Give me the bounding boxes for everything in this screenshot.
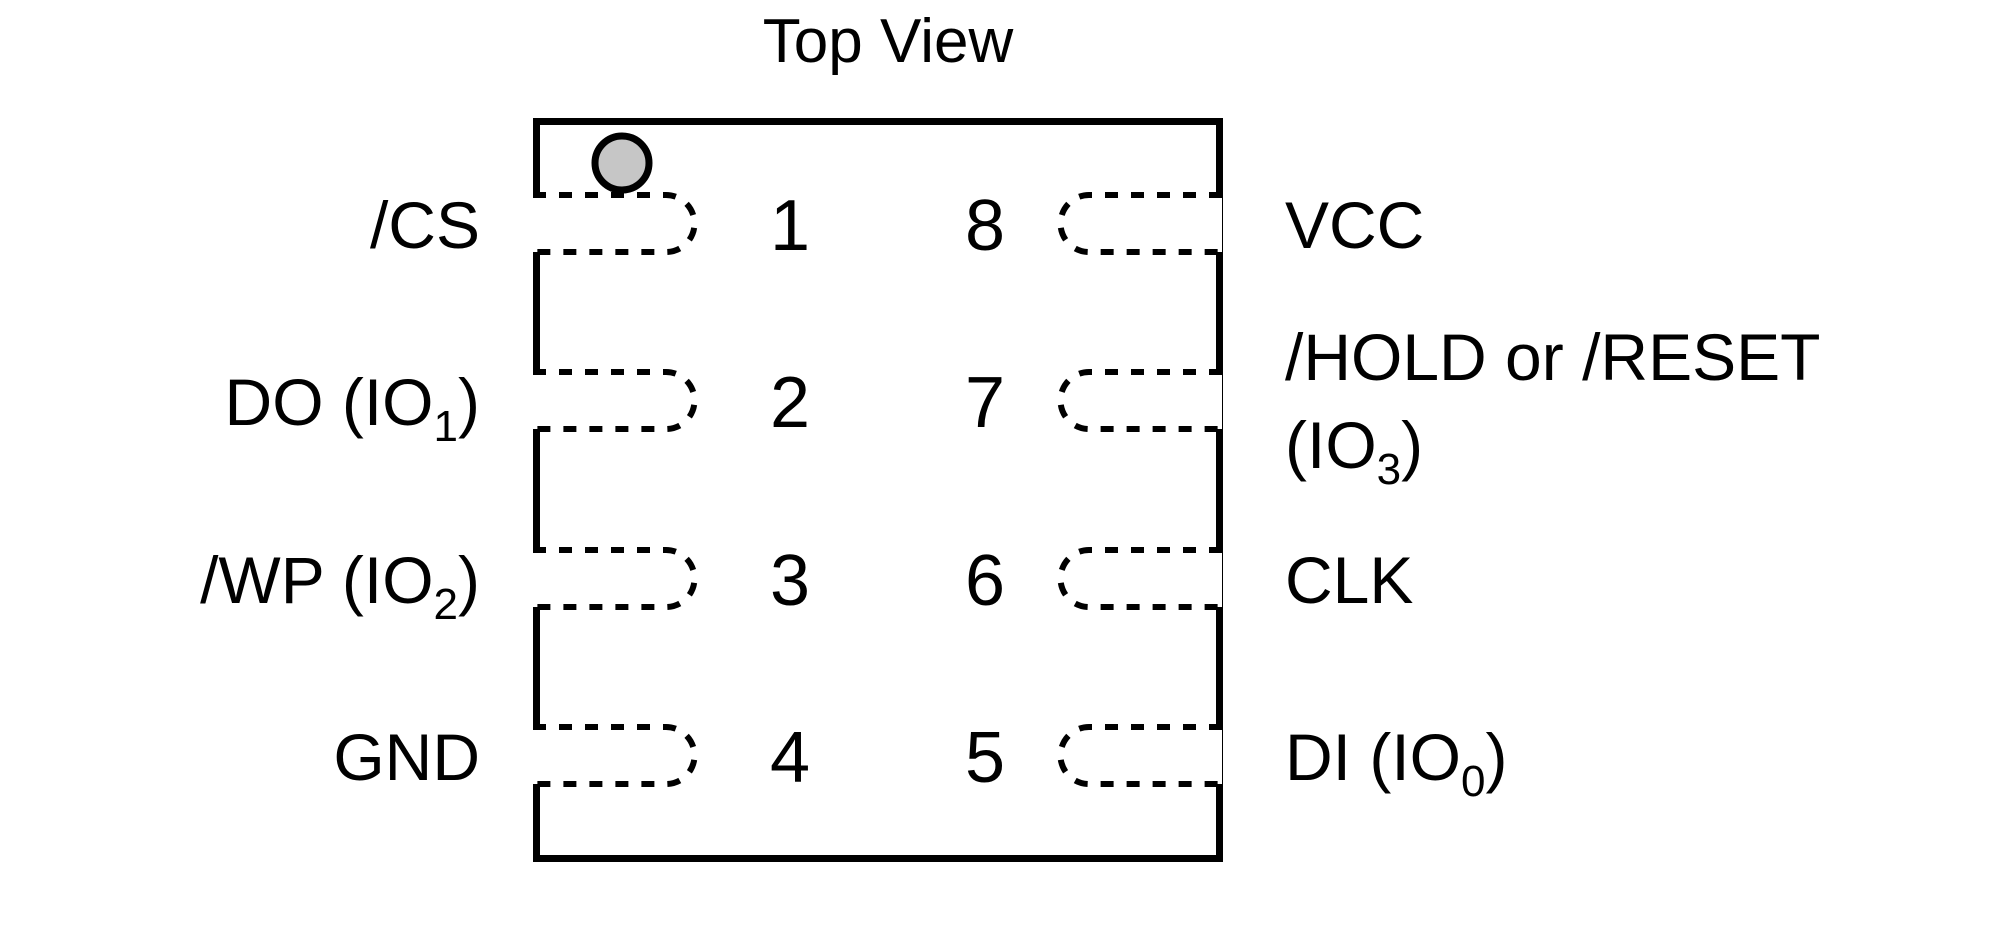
pin-label-io3-sub: 3 xyxy=(1377,445,1401,494)
pad-pin-7 xyxy=(1057,369,1222,432)
pin-label-cs: /CS xyxy=(370,188,480,262)
pin-label-hold-reset-text: /HOLD or /RESET xyxy=(1285,320,1820,394)
pad-pin-4 xyxy=(533,724,698,787)
pin-number-4: 4 xyxy=(770,718,810,798)
pad-pin-8 xyxy=(1057,192,1222,255)
pin-label-io3-tail: ) xyxy=(1401,408,1423,482)
pin-number-2: 2 xyxy=(770,363,810,443)
pad-pin-5 xyxy=(1057,724,1222,787)
pin-label-do-io1-tail: ) xyxy=(458,365,480,439)
pin-label-io3-open: (IO xyxy=(1285,408,1377,482)
pin-label-di-io0: DI (IO0) xyxy=(1285,720,1507,806)
pin-label-wp-io2-tail: ) xyxy=(458,543,480,617)
pin-label-clk-text: CLK xyxy=(1285,543,1413,617)
pin-label-gnd: GND xyxy=(333,720,480,794)
pin-label-vcc-text: VCC xyxy=(1285,188,1424,262)
pin-label-hold-reset: /HOLD or /RESET xyxy=(1285,320,1820,394)
pin-number-1: 1 xyxy=(770,186,810,266)
pin-label-di-io0-main: DI (IO xyxy=(1285,720,1461,794)
pin-label-cs-text: /CS xyxy=(370,188,480,262)
pin-label-wp-io2-sub: 2 xyxy=(434,580,458,629)
pin-label-do-io1-sub: 1 xyxy=(434,402,458,451)
pin-label-do-io1-main: DO (IO xyxy=(225,365,434,439)
pin-number-6: 6 xyxy=(965,541,1005,621)
pad-pin-1 xyxy=(533,192,698,255)
pin-label-gnd-text: GND xyxy=(333,720,480,794)
pin-number-5: 5 xyxy=(965,718,1005,798)
pin-number-3: 3 xyxy=(770,541,810,621)
pin-label-wp-io2: /WP (IO2) xyxy=(200,543,480,629)
pin-label-hold-reset-io3: (IO3) xyxy=(1285,408,1423,494)
pin-number-8: 8 xyxy=(965,186,1005,266)
pin-number-7: 7 xyxy=(965,363,1005,443)
pin-label-wp-io2-main: /WP (IO xyxy=(200,543,433,617)
pad-pin-2 xyxy=(533,369,698,432)
pin-label-di-io0-sub: 0 xyxy=(1461,757,1485,806)
pin-label-clk: CLK xyxy=(1285,543,1413,617)
pin-label-di-io0-tail: ) xyxy=(1485,720,1507,794)
pin1-dot-icon xyxy=(591,132,653,194)
pad-pin-6 xyxy=(1057,547,1222,610)
diagram-title: Top View xyxy=(763,7,1014,76)
pin-label-vcc: VCC xyxy=(1285,188,1424,262)
pad-pin-3 xyxy=(533,547,698,610)
pin-label-do-io1: DO (IO1) xyxy=(225,365,480,451)
